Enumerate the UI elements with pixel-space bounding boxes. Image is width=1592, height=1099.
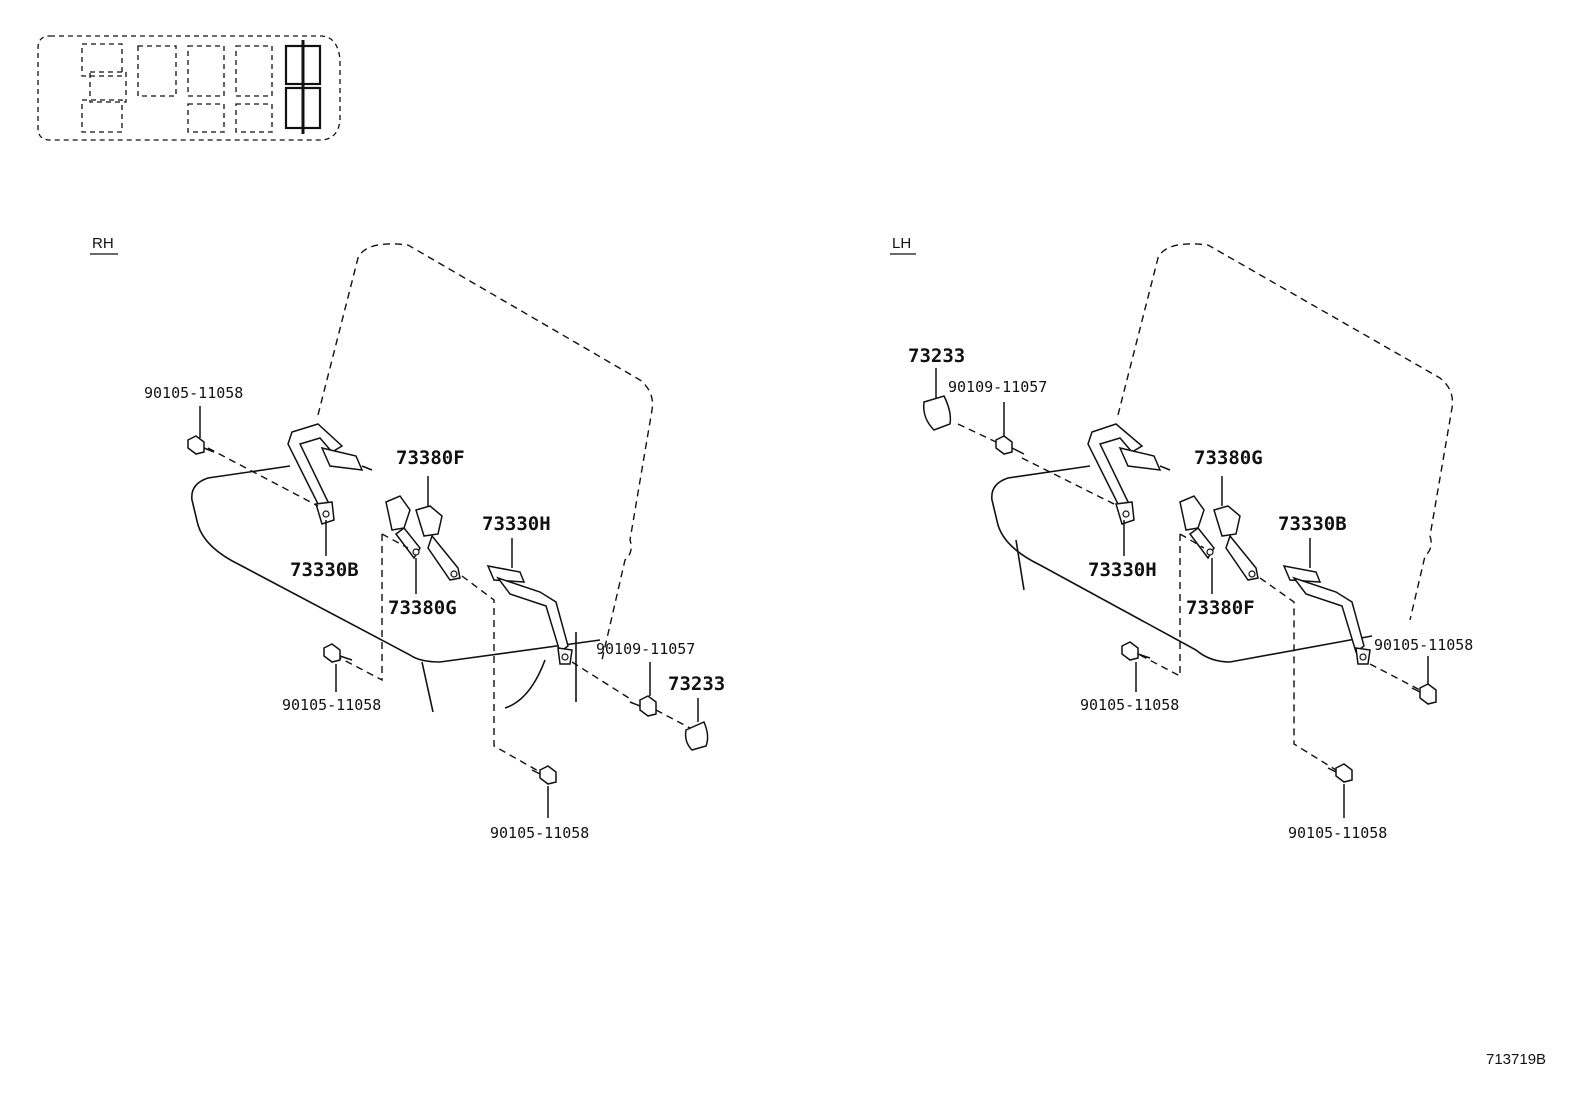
lh-seat-cushion-outline (991, 465, 1373, 663)
rh-seat-cushion-outline (191, 465, 601, 663)
rh-callout-bolt-bottom: 90105-11058 (490, 824, 589, 842)
lh-buckle-73380g (1213, 505, 1259, 581)
lh-callout-bolt-right: 90105-11058 (1374, 636, 1473, 654)
rh-callout-bolt-right: 90109-11057 (596, 640, 695, 658)
lh-lap-belt (1282, 565, 1371, 665)
lh-callout-bolt-lower-left: 90105-11058 (1080, 696, 1179, 714)
vehicle-locator-inset (37, 35, 341, 141)
lh-callout-bolt-upper: 90109-11057 (948, 378, 1047, 396)
lh-callout-lap-belt: 73330B (1278, 513, 1347, 535)
lh-bolt-upper-icon (995, 435, 1025, 455)
rh-assembly: RH (90, 235, 725, 842)
lh-side-label: LH (892, 235, 911, 252)
rh-callout-shoulder-belt: 73330B (290, 559, 359, 581)
lh-callout-cover: 73233 (908, 345, 965, 367)
lh-callout-bolt-bottom: 90105-11058 (1288, 824, 1387, 842)
rh-callout-bolt-upper: 90105-11058 (144, 384, 243, 402)
lh-shoulder-belt (1087, 423, 1171, 525)
rh-buckle-73380f (385, 495, 421, 560)
lh-callout-shoulder-belt: 73330H (1088, 559, 1157, 581)
lh-callout-buckle-outer: 73380F (1186, 597, 1255, 619)
rh-buckle-73380g (415, 505, 461, 581)
rh-bolt-right-icon (629, 695, 657, 717)
rh-cover-73233-icon (684, 721, 709, 751)
lh-bolt-bottom-icon (1327, 763, 1353, 783)
lh-bolt-lower-left-icon (1121, 641, 1151, 661)
lh-cover-73233-icon (922, 395, 952, 431)
rh-callout-buckle-outer: 73380G (388, 597, 457, 619)
rh-lap-belt (486, 565, 573, 665)
rh-callout-bolt-lower-left: 90105-11058 (282, 696, 381, 714)
rh-bolt-upper-icon (187, 435, 215, 455)
rh-callout-buckle-inner: 73380F (396, 447, 465, 469)
rh-side-label: RH (92, 235, 114, 252)
rh-callout-cover: 73233 (668, 673, 725, 695)
diagram-code: 713719B (1486, 1051, 1546, 1068)
rh-bolt-lower-left-icon (323, 643, 353, 663)
rh-bolt-bottom-icon (531, 765, 557, 785)
rh-callout-lap-belt: 73330H (482, 513, 551, 535)
lh-buckle-73380f (1179, 495, 1215, 560)
rh-seat-back-outline (317, 243, 654, 661)
lh-callout-buckle-inner: 73380G (1194, 447, 1263, 469)
lh-seat-back-outline (1117, 243, 1454, 621)
lh-assembly: LH (890, 235, 1473, 842)
rh-shoulder-belt (287, 423, 373, 525)
